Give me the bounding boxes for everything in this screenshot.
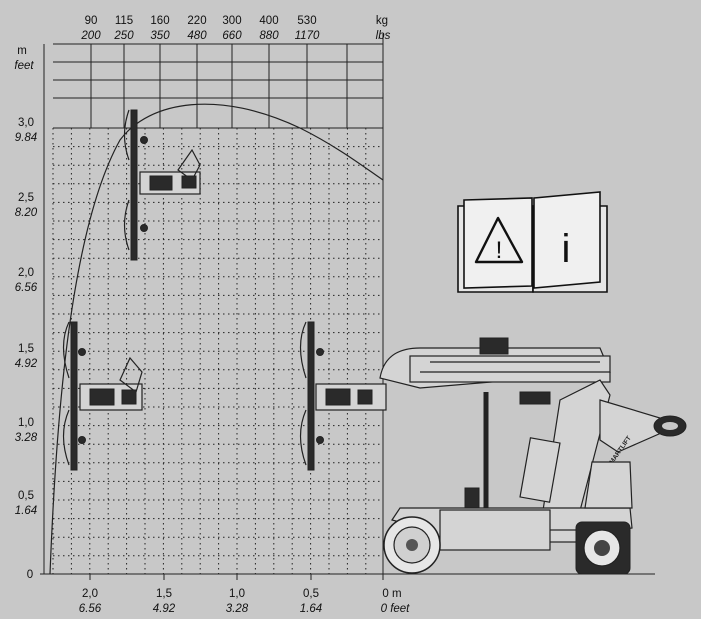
left-unit-feet: feet	[14, 60, 34, 72]
left-tick-ft-5: 1.64	[15, 505, 37, 517]
top-tick-kg-6: 530	[297, 15, 316, 27]
top-tick-lbs-5: 880	[259, 30, 279, 42]
bottom-tick-m-0: 2,0	[82, 588, 98, 600]
reach-envelope-curve	[49, 103, 384, 575]
suction-head-upper	[123, 109, 201, 261]
top-tick-lbs-0: 200	[80, 30, 101, 42]
bottom-tick-ft-2: 3.28	[226, 603, 249, 615]
left-tick-ft-0: 9.84	[15, 132, 37, 144]
warning-symbol: !	[496, 237, 503, 264]
bottom-tick-m-1: 1,5	[156, 588, 172, 600]
top-tick-kg-2: 160	[150, 15, 169, 27]
top-tick-lbs-4: 660	[222, 30, 242, 42]
left-tick-m-5: 0,5	[18, 490, 34, 502]
read-manual-icon: ! i	[457, 191, 608, 293]
top-axis: 90 200 115 250 160 350 220 480 300 660 4…	[80, 15, 390, 42]
top-tick-lbs-1: 250	[113, 30, 134, 42]
top-tick-kg-5: 400	[259, 15, 278, 27]
left-tick-m-3: 1,5	[18, 343, 34, 355]
glass-lifter-machine: SMARTLIFT	[379, 337, 687, 575]
bottom-tick-m-2: 1,0	[229, 588, 245, 600]
left-tick-ft-1: 8.20	[15, 207, 38, 219]
left-axis: m feet 3,0 9.84 2,5 8.20 2,0 6.56 1,5 4.…	[14, 45, 37, 581]
left-tick-m-6: 0	[27, 569, 33, 581]
bottom-tick-ft-0: 6.56	[79, 603, 102, 615]
top-tick-kg-0: 90	[85, 15, 98, 27]
suction-head-lower-right	[299, 321, 387, 471]
left-tick-m-2: 2,0	[18, 267, 34, 279]
bottom-tick-ft-1: 4.92	[153, 603, 176, 615]
top-unit-kg: kg	[376, 15, 388, 27]
left-tick-m-0: 3,0	[18, 117, 34, 129]
bottom-tick-m-4: 0 m	[382, 588, 401, 600]
top-tick-kg-1: 115	[115, 15, 133, 27]
left-unit-m: m	[17, 45, 27, 57]
info-symbol: i	[562, 227, 571, 271]
top-tick-lbs-3: 480	[187, 30, 207, 42]
left-tick-ft-4: 3.28	[15, 432, 38, 444]
bottom-tick-ft-4: 0 feet	[381, 603, 411, 615]
warning-triangle-icon	[474, 216, 524, 264]
bottom-tick-ft-3: 1.64	[300, 603, 322, 615]
left-tick-m-4: 1,0	[18, 417, 34, 429]
suction-head-lower-left	[62, 321, 143, 471]
top-tick-lbs-2: 350	[150, 30, 170, 42]
top-unit-lbs: lbs	[376, 30, 391, 42]
left-tick-ft-3: 4.92	[15, 358, 38, 370]
top-tick-kg-4: 300	[222, 15, 241, 27]
left-tick-m-1: 2,5	[18, 192, 34, 204]
left-tick-ft-2: 6.56	[15, 282, 38, 294]
top-tick-kg-3: 220	[187, 15, 206, 27]
top-tick-lbs-6: 1170	[295, 30, 320, 42]
bottom-tick-m-3: 0,5	[303, 588, 319, 600]
bottom-axis: 2,0 6.56 1,5 4.92 1,0 3.28 0,5 1.64 0 m …	[79, 574, 410, 615]
